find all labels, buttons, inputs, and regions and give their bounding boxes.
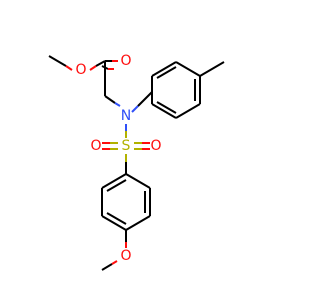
atom-sulfonyl-o-right: O: [150, 138, 161, 154]
bond-ester-o-carbonyl: [89, 65, 97, 71]
bond-tolyl-inner-1: [156, 66, 177, 79]
bond-tolyl-3: [175, 61, 201, 77]
bond-ester-o-carbonyl-2: [95, 60, 106, 67]
bond-ch2-n: [104, 95, 116, 104]
atom-ester-carbonyl-o: O: [120, 53, 131, 69]
atom-sulfur: S: [122, 138, 131, 154]
bond-mp-6: [101, 173, 127, 189]
atom-amine-n: N: [121, 108, 131, 124]
molecule-structure: O O N S O O O: [48, 53, 225, 271]
bond-ch2-n-blue: [114, 102, 121, 107]
bond-mp-inner-2: [106, 212, 127, 225]
bond-mp-inner-3: [106, 179, 127, 192]
bond-n-tolyl: [137, 91, 153, 107]
bond-tolyl-2: [151, 61, 177, 77]
bond-tolyl-5: [175, 103, 201, 119]
bond-n-tolyl-blue: [131, 105, 139, 113]
bond-mp-4: [101, 215, 127, 231]
bond-tolyl-6: [151, 103, 177, 119]
bond-mp-3: [125, 215, 151, 231]
atom-methoxy-o: O: [120, 248, 131, 264]
bond-methoxy-o-methyl-red: [111, 260, 118, 265]
atom-sulfonyl-o-left: O: [90, 138, 101, 154]
bond-ester-methyl: [48, 55, 67, 67]
bond-ester-methyl-o: [65, 65, 73, 71]
atom-ester-o: O: [75, 62, 86, 78]
bond-methoxy-o-methyl: [101, 263, 113, 271]
bond-tolyl-inner-3: [156, 101, 177, 114]
bond-tolyl-methyl: [199, 61, 225, 77]
bond-mp-1: [125, 173, 151, 189]
